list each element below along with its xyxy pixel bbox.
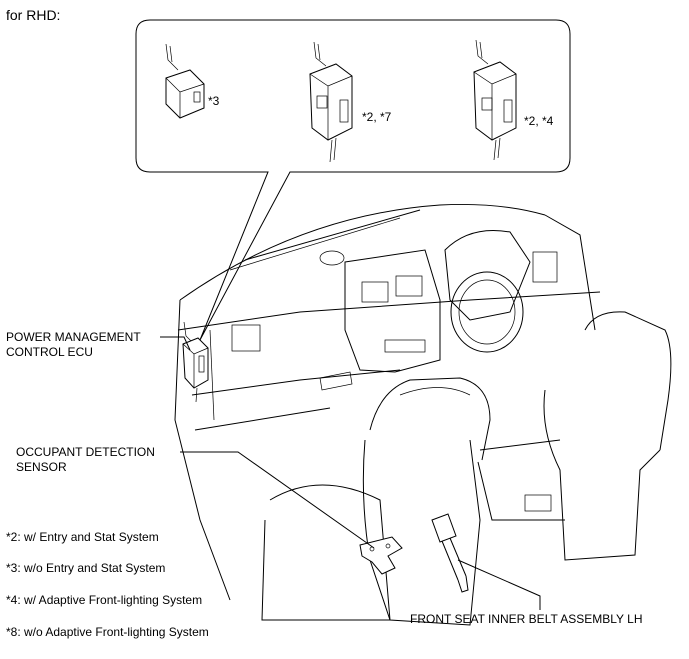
inset-frame bbox=[135, 19, 571, 341]
label-occupant-sensor-line2: SENSOR bbox=[16, 460, 67, 474]
variant-tag-medium: *2, *7 bbox=[362, 110, 392, 124]
belt-buckle-part bbox=[431, 513, 469, 593]
ecu-module-large bbox=[473, 39, 517, 161]
label-power-ecu-line1: POWER MANAGEMENT bbox=[6, 330, 141, 344]
leader-occupant-sensor bbox=[180, 451, 375, 549]
ecu-module-medium bbox=[309, 41, 353, 163]
legend-item: *4: w/ Adaptive Front-lighting System bbox=[6, 593, 203, 607]
legend-item: *2: w/ Entry and Stat System bbox=[6, 530, 159, 544]
variant-tag-large: *2, *4 bbox=[524, 114, 554, 128]
ecu-module-small bbox=[165, 43, 205, 119]
legend-item: *3: w/o Entry and Stat System bbox=[6, 561, 166, 575]
label-occupant-sensor-line1: OCCUPANT DETECTION bbox=[16, 445, 155, 459]
label-belt-assembly: FRONT SEAT INNER BELT ASSEMBLY LH bbox=[410, 612, 643, 626]
front-seat-right bbox=[477, 311, 672, 561]
dashboard bbox=[174, 203, 601, 601]
occupant-sensor-part bbox=[359, 536, 403, 575]
power-ecu-module bbox=[182, 321, 209, 403]
label-power-ecu-line2: CONTROL ECU bbox=[6, 345, 93, 359]
variant-tag-small: *3 bbox=[208, 94, 220, 108]
legend-item: *8: w/o Adaptive Front-lighting System bbox=[6, 625, 209, 639]
leader-power-ecu bbox=[160, 336, 191, 351]
leader-belt-assembly bbox=[457, 559, 541, 610]
front-seat-left bbox=[261, 377, 491, 626]
diagram-heading: for RHD: bbox=[6, 7, 61, 23]
